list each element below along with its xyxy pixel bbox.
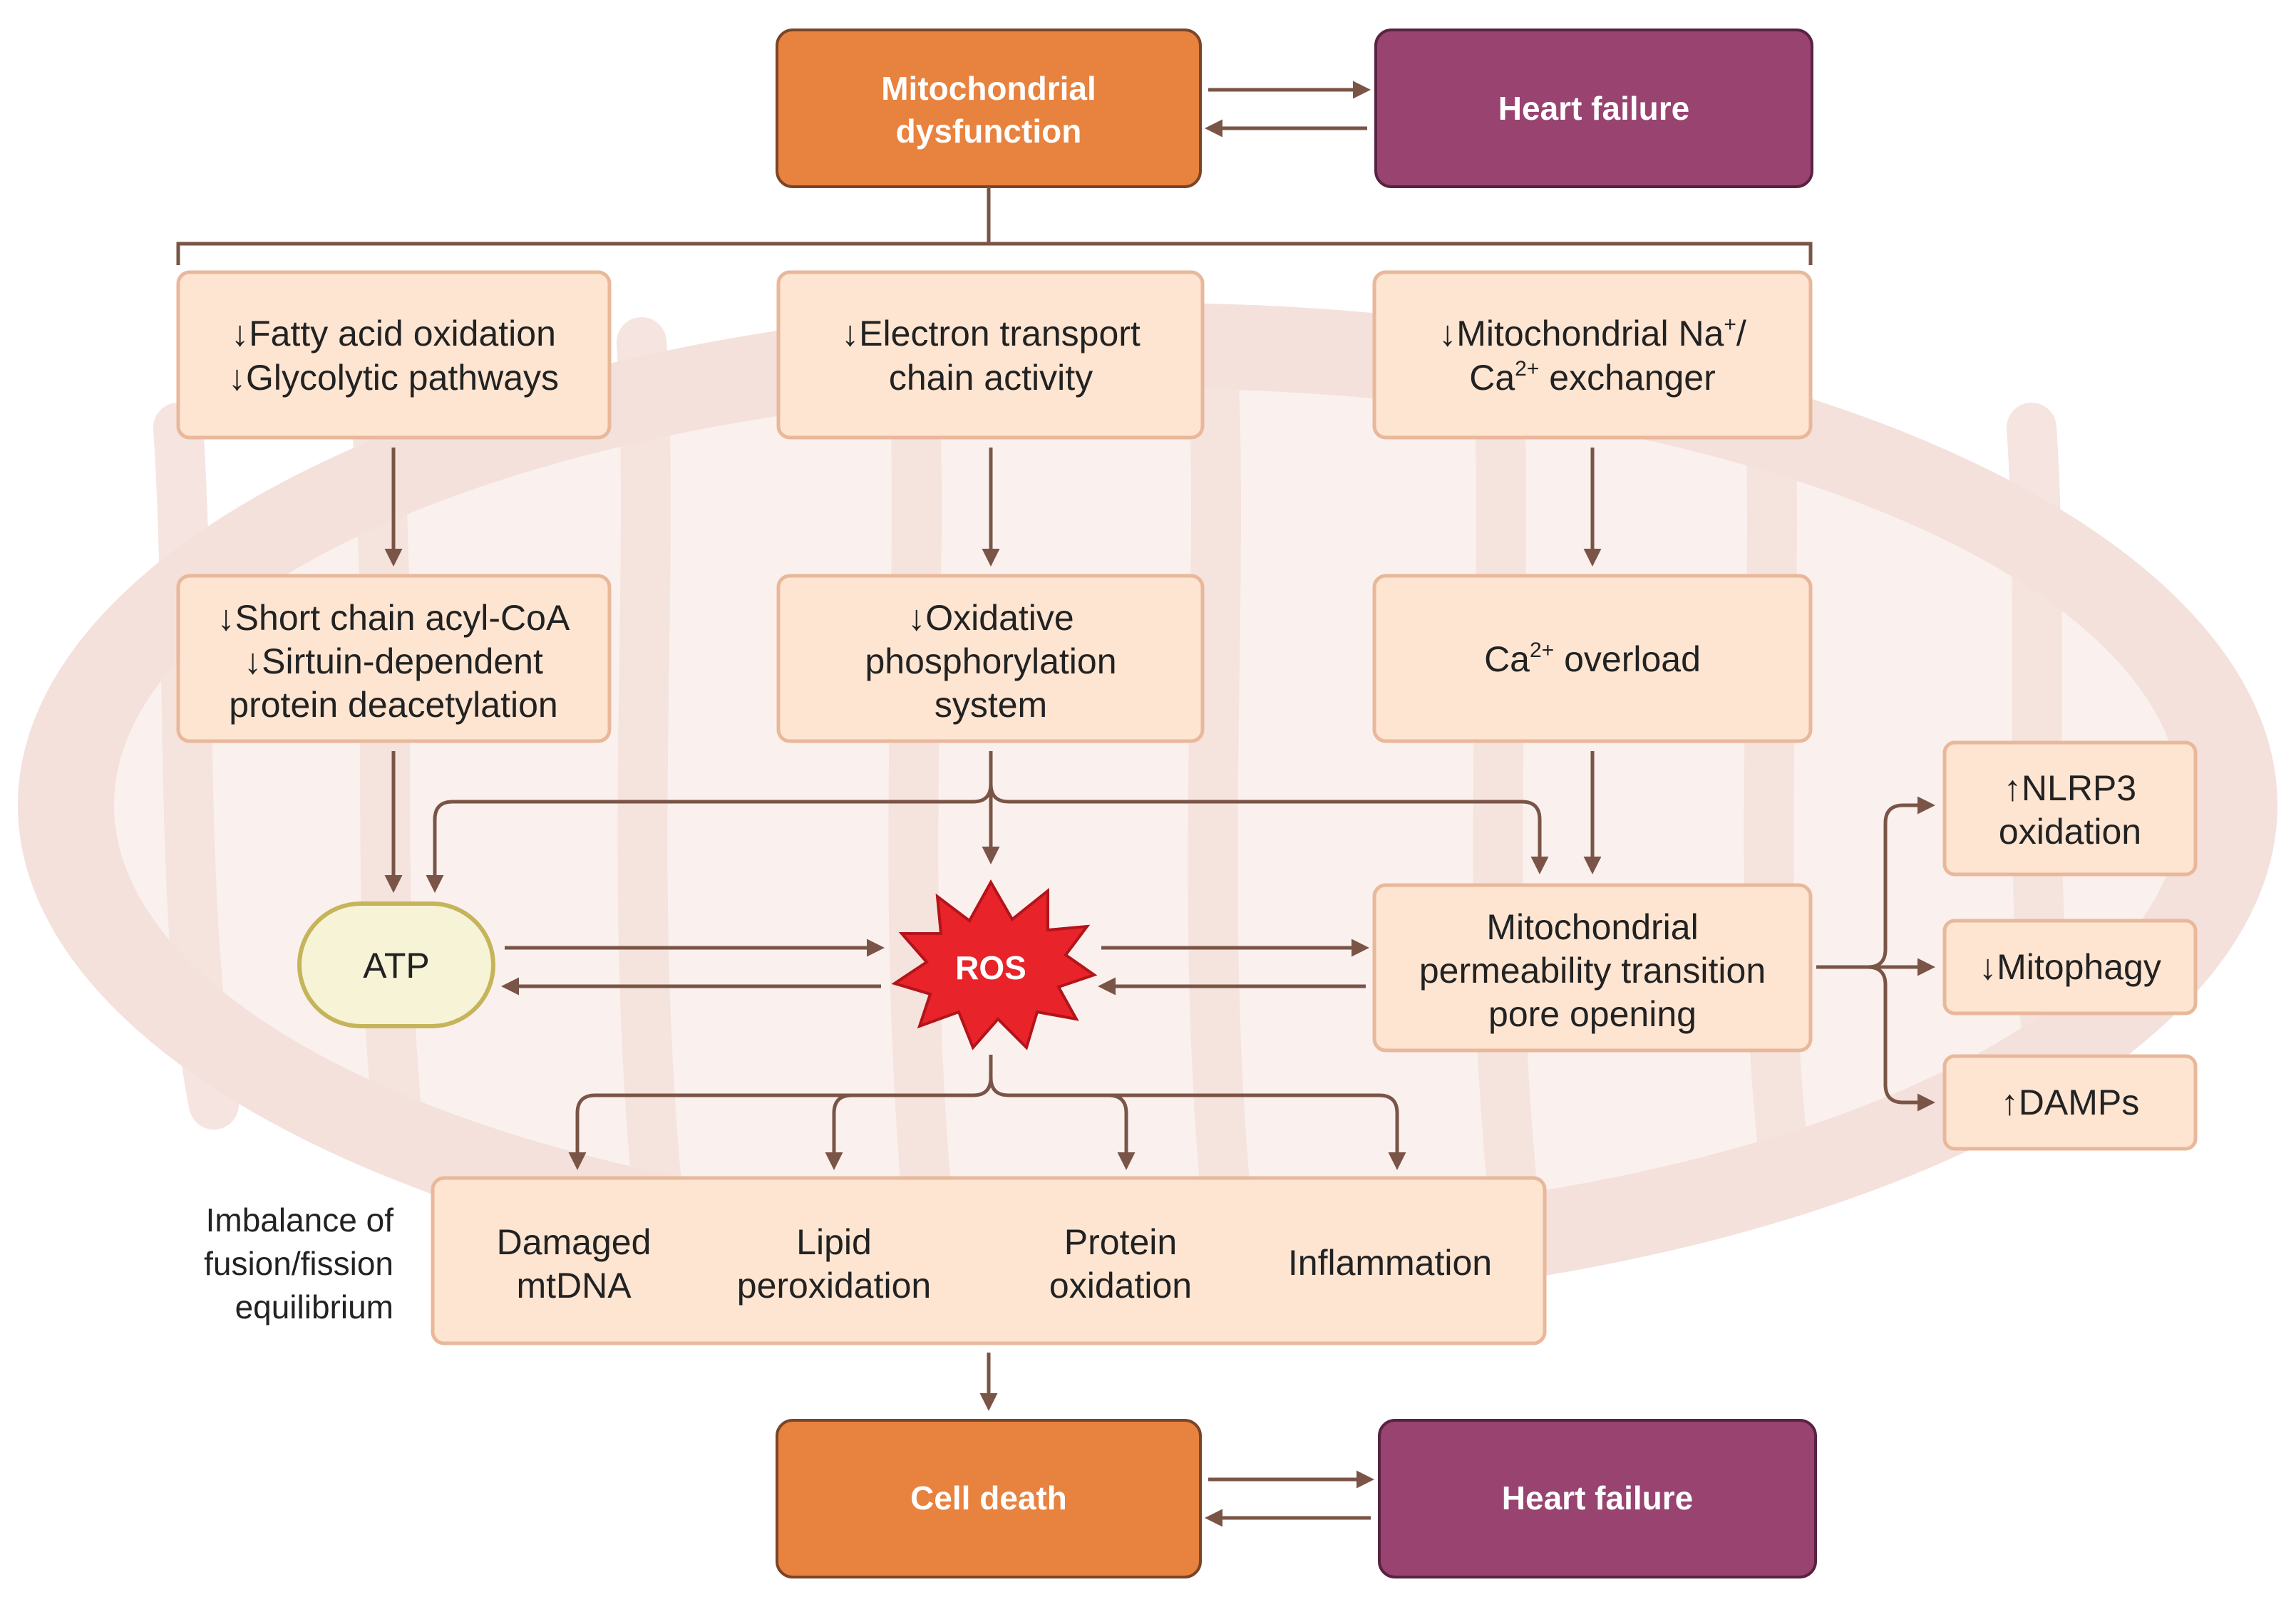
- mptp-line3: pore opening: [1488, 994, 1697, 1034]
- acyl-line2: ↓Sirtuin-dependent: [244, 641, 543, 681]
- mptp-box: Mitochondrial permeability transition po…: [1372, 883, 1813, 1053]
- fatty-acid-line1: ↓Fatty acid oxidation: [231, 314, 556, 353]
- etc-line2: chain activity: [889, 358, 1093, 398]
- mptp-line1: Mitochondrial: [1486, 907, 1698, 947]
- oxphos-box: ↓Oxidative phosphorylation system: [776, 574, 1205, 743]
- exchanger-line1: ↓Mitochondrial Na+/: [1438, 313, 1746, 353]
- heart-failure-bottom-box: Heart failure: [1378, 1419, 1817, 1578]
- damaged-mtdna-line1: Damaged: [497, 1222, 652, 1262]
- mptp-line2: permeability transition: [1419, 951, 1766, 991]
- fatty-acid-box: ↓Fatty acid oxidation ↓Glycolytic pathwa…: [176, 270, 612, 440]
- mitophagy-label: ↓Mitophagy: [1979, 947, 2161, 987]
- arrow-mptp-to-damps: [1867, 965, 1935, 1112]
- arrow-oxphos-to-mptp: [989, 783, 1549, 874]
- exchanger-line2: Ca2+ exchanger: [1469, 357, 1716, 398]
- ca-overload-label: Ca2+ overload: [1484, 639, 1701, 679]
- nlrp3-line2: oxidation: [1999, 812, 2141, 852]
- nlrp3-line1: ↑NLRP3: [2004, 768, 2136, 808]
- damaged-mtdna-line2: mtDNA: [516, 1266, 632, 1306]
- imbalance-line2: fusion/fission: [204, 1245, 393, 1282]
- arrow-ros-to-mtdna: [568, 1055, 993, 1170]
- etc-activity-box: ↓Electron transport chain activity: [776, 270, 1205, 440]
- mitochondrion-background: [18, 303, 2277, 1308]
- acyl-line3: protein deacetylation: [229, 685, 557, 725]
- lipid-line2: peroxidation: [737, 1266, 931, 1306]
- na-ca-exchanger-box: ↓Mitochondrial Na+/ Ca2+ exchanger: [1372, 270, 1813, 440]
- protein-line2: oxidation: [1049, 1266, 1192, 1306]
- nlrp3-box: ↑NLRP3 oxidation: [1942, 740, 2198, 877]
- heart-failure-bottom-label: Heart failure: [1502, 1479, 1693, 1516]
- oxphos-line1: ↓Oxidative: [907, 598, 1074, 638]
- mitophagy-box: ↓Mitophagy: [1942, 919, 2198, 1016]
- damps-label: ↑DAMPs: [2001, 1082, 2139, 1122]
- ros-label: ROS: [955, 949, 1026, 986]
- bracket-top: [176, 187, 1813, 265]
- arrow-ros-to-lipid: [825, 1093, 853, 1170]
- lipid-line1: Lipid: [796, 1222, 872, 1262]
- heart-failure-top-label: Heart failure: [1498, 90, 1689, 127]
- cell-death-label: Cell death: [910, 1479, 1067, 1516]
- acyl-coa-box: ↓Short chain acyl-CoA ↓Sirtuin-dependent…: [176, 574, 612, 743]
- acyl-line1: ↓Short chain acyl-CoA: [217, 598, 570, 638]
- imbalance-line3: equilibrium: [235, 1288, 393, 1325]
- ca-overload-box: Ca2+ overload: [1372, 574, 1813, 743]
- damps-box: ↑DAMPs: [1942, 1054, 2198, 1151]
- mito-dysfunction-line1: Mitochondrial: [881, 70, 1096, 107]
- inflammation-label: Inflammation: [1288, 1243, 1492, 1283]
- oxphos-line3: system: [935, 685, 1047, 725]
- ros-starburst: ROS: [891, 879, 1098, 1050]
- protein-line1: Protein: [1064, 1222, 1177, 1262]
- damage-box: Damaged mtDNA Lipid peroxidation Protein…: [431, 1176, 1547, 1345]
- etc-line1: ↓Electron transport: [841, 314, 1141, 353]
- imbalance-note: Imbalance of fusion/fission equilibrium: [204, 1202, 393, 1325]
- arrow-ros-to-inflammation: [1108, 1093, 1406, 1170]
- oxphos-line2: phosphorylation: [865, 641, 1116, 681]
- mito-dysfunction-line2: dysfunction: [896, 113, 1082, 150]
- atp-node: ATP: [297, 901, 495, 1028]
- cell-death-box: Cell death: [776, 1419, 1202, 1578]
- heart-failure-top-box: Heart failure: [1374, 29, 1813, 188]
- imbalance-line1: Imbalance of: [206, 1202, 394, 1239]
- atp-label: ATP: [363, 946, 430, 986]
- mito-dysfunction-box: Mitochondrial dysfunction: [776, 29, 1202, 188]
- fatty-acid-line2: ↓Glycolytic pathways: [228, 358, 559, 398]
